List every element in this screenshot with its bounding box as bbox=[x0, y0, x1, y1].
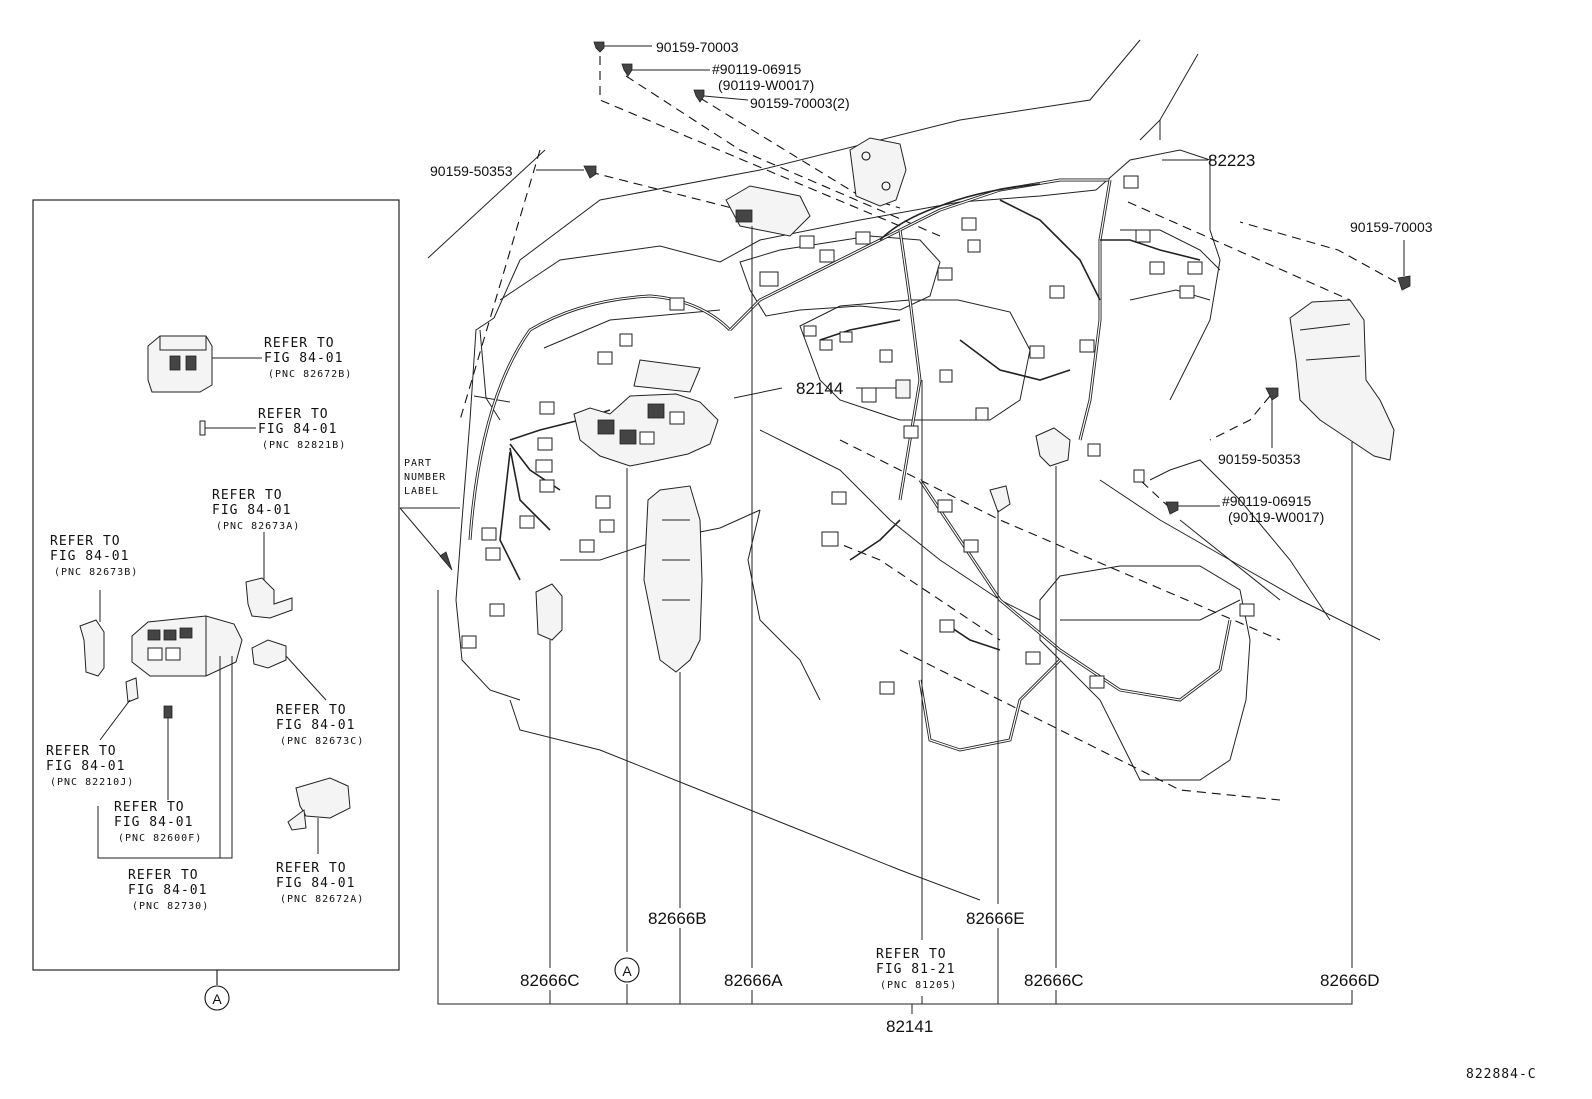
relay-82144 bbox=[895, 379, 911, 399]
callout-90159-70003-2: 90159-70003(2) bbox=[750, 95, 850, 111]
callout-labels: 90159-70003 #90119-06915 (90119-W0017) 9… bbox=[404, 39, 1537, 1082]
inset-ref-82210j: REFER TO FIG 84-01 (PNC 82210J) bbox=[46, 744, 134, 788]
dashboard-outline bbox=[427, 39, 1381, 901]
callout-leaders bbox=[399, 45, 1405, 1014]
svg-text:(PNC 82600F): (PNC 82600F) bbox=[118, 833, 202, 844]
connector-cover-icon bbox=[287, 777, 351, 854]
inset-ref-82672b: REFER TO FIG 84-01 (PNC 82672B) bbox=[264, 336, 352, 380]
diagram-id: 822884-C bbox=[1466, 1067, 1537, 1082]
callout-82666a: 82666A bbox=[724, 971, 783, 990]
svg-text:FIG 84-01: FIG 84-01 bbox=[46, 759, 125, 774]
svg-text:(PNC 82672B): (PNC 82672B) bbox=[268, 369, 352, 380]
callout-82666c-left: 82666C bbox=[520, 971, 580, 990]
callout-90119-06915-right: #90119-06915 bbox=[1222, 493, 1311, 509]
inset-ref-82600f: REFER TO FIG 84-01 (PNC 82600F) bbox=[114, 800, 202, 844]
svg-text:(PNC 82672A): (PNC 82672A) bbox=[280, 894, 364, 905]
svg-text:REFER TO: REFER TO bbox=[46, 744, 117, 759]
inset-ref-82673b: REFER TO FIG 84-01 (PNC 82673B) bbox=[50, 534, 138, 622]
svg-text:(PNC 82730): (PNC 82730) bbox=[132, 901, 209, 912]
inset-ref-82673a: REFER TO FIG 84-01 (PNC 82673A) bbox=[212, 488, 300, 590]
part-number-label-3: LABEL bbox=[404, 486, 439, 497]
callout-90159-70003-right: 90159-70003 bbox=[1350, 219, 1433, 235]
svg-text:FIG 84-01: FIG 84-01 bbox=[276, 718, 355, 733]
callout-90119-w0017-right: (90119-W0017) bbox=[1228, 509, 1324, 525]
callout-refer-main-2: FIG 81-21 bbox=[876, 962, 955, 977]
inset-panel: A REFER TO FIG 84-01 (PNC 82672B) REFER … bbox=[32, 199, 400, 1011]
callout-82223: 82223 bbox=[1208, 151, 1255, 170]
callout-90159-70003-top: 90159-70003 bbox=[656, 39, 739, 55]
wire-harness bbox=[468, 178, 1232, 752]
bracket-icon bbox=[245, 577, 293, 619]
part-number-label-1: PART bbox=[404, 458, 432, 469]
inset-ref-82673c: REFER TO FIG 84-01 (PNC 82673C) bbox=[276, 703, 364, 747]
svg-text:FIG 84-01: FIG 84-01 bbox=[276, 876, 355, 891]
svg-text:(PNC 82673C): (PNC 82673C) bbox=[280, 736, 364, 747]
callout-82666d: 82666D bbox=[1320, 971, 1380, 990]
callout-82666c-right: 82666C bbox=[1024, 971, 1084, 990]
bracket-82666c-left bbox=[535, 583, 563, 641]
callout-90159-50353-left: 90159-50353 bbox=[430, 163, 513, 179]
connector-plugs bbox=[461, 175, 1255, 695]
inset-ref-82672a: REFER TO FIG 84-01 (PNC 82672A) bbox=[276, 861, 364, 905]
callout-82666b: 82666B bbox=[648, 909, 707, 928]
callout-82666e: 82666E bbox=[966, 909, 1025, 928]
inset-circle-marker: A bbox=[212, 991, 222, 1007]
clip-bracket-icon bbox=[251, 639, 327, 701]
callout-90119-w0017-top: (90119-W0017) bbox=[718, 77, 814, 93]
part-number-label-2: NUMBER bbox=[404, 472, 446, 483]
svg-text:FIG 84-01: FIG 84-01 bbox=[114, 815, 193, 830]
callout-refer-main-1: REFER TO bbox=[876, 947, 947, 962]
svg-text:REFER TO: REFER TO bbox=[258, 407, 329, 422]
inset-ref-82730: REFER TO FIG 84-01 (PNC 82730) bbox=[128, 868, 209, 912]
bolt-icons bbox=[583, 41, 1411, 515]
svg-text:REFER TO: REFER TO bbox=[50, 534, 121, 549]
svg-text:(PNC 82210J): (PNC 82210J) bbox=[50, 777, 134, 788]
fuse-icon bbox=[163, 705, 173, 800]
svg-text:FIG 84-01: FIG 84-01 bbox=[264, 351, 343, 366]
svg-text:REFER TO: REFER TO bbox=[114, 800, 185, 815]
junction-block-icon bbox=[131, 615, 243, 677]
callout-90119-06915-top: #90119-06915 bbox=[712, 61, 801, 77]
svg-text:(PNC 82673B): (PNC 82673B) bbox=[54, 567, 138, 578]
callout-circle-a: A bbox=[622, 963, 632, 979]
svg-text:FIG 84-01: FIG 84-01 bbox=[128, 883, 207, 898]
cap-icon bbox=[99, 677, 139, 741]
svg-text:REFER TO: REFER TO bbox=[276, 703, 347, 718]
fuse-pin-icon bbox=[199, 420, 256, 436]
callout-90159-50353-right: 90159-50353 bbox=[1218, 451, 1301, 467]
svg-text:FIG 84-01: FIG 84-01 bbox=[212, 503, 291, 518]
svg-text:REFER TO: REFER TO bbox=[276, 861, 347, 876]
svg-text:REFER TO: REFER TO bbox=[264, 336, 335, 351]
svg-text:(PNC 82821B): (PNC 82821B) bbox=[262, 440, 346, 451]
svg-text:FIG 84-01: FIG 84-01 bbox=[258, 422, 337, 437]
callout-refer-main-3: (PNC 81205) bbox=[880, 980, 957, 991]
bracket-82666c-right bbox=[1035, 427, 1071, 467]
svg-text:(PNC 82673A): (PNC 82673A) bbox=[216, 521, 300, 532]
relay-block-icon bbox=[147, 335, 262, 393]
clip-82666e bbox=[989, 485, 1011, 513]
inset-ref-82821b: REFER TO FIG 84-01 (PNC 82821B) bbox=[258, 407, 346, 451]
bracket-82666b bbox=[643, 485, 703, 673]
bracket-82223 bbox=[849, 137, 907, 207]
relay-82666a bbox=[725, 185, 811, 237]
callout-82141: 82141 bbox=[886, 1017, 933, 1036]
bracket-82666d bbox=[1289, 299, 1395, 461]
svg-text:REFER TO: REFER TO bbox=[128, 868, 199, 883]
callout-82144: 82144 bbox=[796, 379, 843, 398]
svg-text:REFER TO: REFER TO bbox=[212, 488, 283, 503]
main-junction-block bbox=[573, 359, 719, 467]
svg-text:FIG 84-01: FIG 84-01 bbox=[50, 549, 129, 564]
bracket-left-icon bbox=[79, 619, 105, 677]
